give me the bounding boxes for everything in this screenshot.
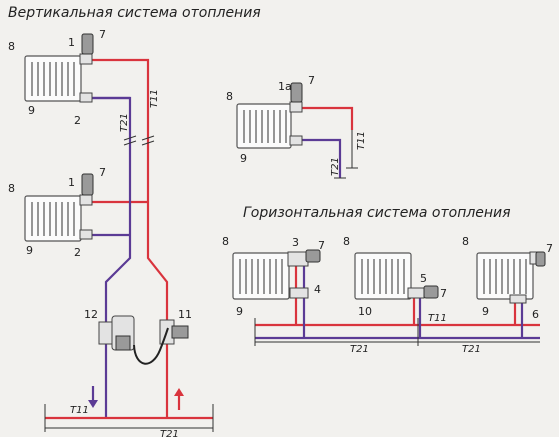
label-7-h-left: 7 <box>318 239 325 252</box>
label-9-h-right: 9 <box>482 305 489 318</box>
pipe-label-t21-horizontal-left: T21 <box>350 344 369 355</box>
label-7-h-middle: 7 <box>440 287 447 300</box>
label-9-h-left: 9 <box>236 305 243 318</box>
thermostatic-valve-upper <box>79 33 94 65</box>
label-1-upper: 1 <box>68 36 75 49</box>
vertical-system: 8 1 7 9 2 1 7 8 9 2 12 11 T21 T11 T11 T2… <box>8 28 214 437</box>
thermostatic-valve-lower <box>79 173 94 206</box>
label-12: 12 <box>84 308 98 321</box>
label-7-upper: 7 <box>99 28 106 41</box>
horizontal-radiator-left <box>232 252 290 300</box>
connector-4 <box>289 287 309 299</box>
title-horizontal: Горизонтальная система отопления <box>243 205 511 221</box>
label-1-lower: 1 <box>68 176 75 189</box>
horizontal-radiator-right <box>476 252 534 300</box>
label-8-h-middle: 8 <box>343 235 350 248</box>
pipe-label-t11-horizontal: T11 <box>428 313 447 324</box>
label-8-h-right: 8 <box>462 235 469 248</box>
return-fitting-upper <box>79 92 93 103</box>
multiflex-valve-3 <box>287 249 321 267</box>
label-11: 11 <box>178 308 192 321</box>
balancing-valve-12 <box>98 315 135 351</box>
return-fitting-1a <box>289 135 303 146</box>
label-4: 4 <box>314 283 321 296</box>
radiator-1a <box>236 103 292 149</box>
pipe-label-t21-vertical: T21 <box>119 113 130 132</box>
horizontal-system: 8 3 7 4 9 8 10 5 7 8 7 9 6 T11 T21 T21 <box>222 235 553 355</box>
label-8-1a: 8 <box>226 90 233 103</box>
label-6: 6 <box>532 308 539 321</box>
break-mark <box>141 140 155 146</box>
label-9-1a: 9 <box>240 152 247 165</box>
break-mark <box>123 135 137 141</box>
label-7-1a: 7 <box>308 74 315 87</box>
label-1a: 1а <box>278 80 292 93</box>
label-8-lower: 8 <box>8 182 15 195</box>
bottom-valve-5 <box>407 285 439 299</box>
pipe-label-t21-bottom: T21 <box>160 429 179 437</box>
supply-flow-arrow <box>174 388 184 410</box>
return-line-1a <box>300 138 342 178</box>
capillary-tube <box>133 327 169 365</box>
break-mark <box>123 140 137 146</box>
radiator-lower <box>24 195 82 242</box>
supply-line-1a <box>300 106 354 130</box>
thermostatic-head-right <box>529 251 546 267</box>
label-7-lower: 7 <box>99 166 106 179</box>
return-riser <box>92 96 132 418</box>
label-9-upper: 9 <box>28 104 35 117</box>
thermostatic-valve-1a <box>289 82 303 113</box>
pipe-label-t11-1a: T11 <box>356 131 367 150</box>
pipe-label-t21-horizontal-right: T21 <box>462 344 481 355</box>
pipe-label-t11-vertical: T11 <box>149 89 160 108</box>
label-7-h-right: 7 <box>546 242 553 255</box>
horizontal-radiator-middle <box>354 252 412 300</box>
single-radiator-system: 8 1а 7 9 T21 T11 <box>226 74 367 179</box>
label-5: 5 <box>420 272 427 285</box>
title-vertical: Вертикальная система отопления <box>8 5 261 21</box>
label-8-upper: 8 <box>8 40 15 53</box>
pipe-label-t11-bottom: T11 <box>70 405 89 416</box>
label-9-lower: 9 <box>26 244 33 257</box>
pipe-label-t21-1a: T21 <box>330 157 341 176</box>
break-mark <box>141 135 155 141</box>
connector-6 <box>509 294 527 304</box>
label-8-h-left: 8 <box>222 235 229 248</box>
label-2-upper: 2 <box>74 114 81 127</box>
radiator-upper <box>24 55 82 102</box>
return-fitting-lower <box>79 229 93 240</box>
label-2-lower: 2 <box>74 246 81 259</box>
return-flow-arrow <box>88 386 98 408</box>
label-3: 3 <box>292 236 299 249</box>
label-10: 10 <box>358 305 372 318</box>
